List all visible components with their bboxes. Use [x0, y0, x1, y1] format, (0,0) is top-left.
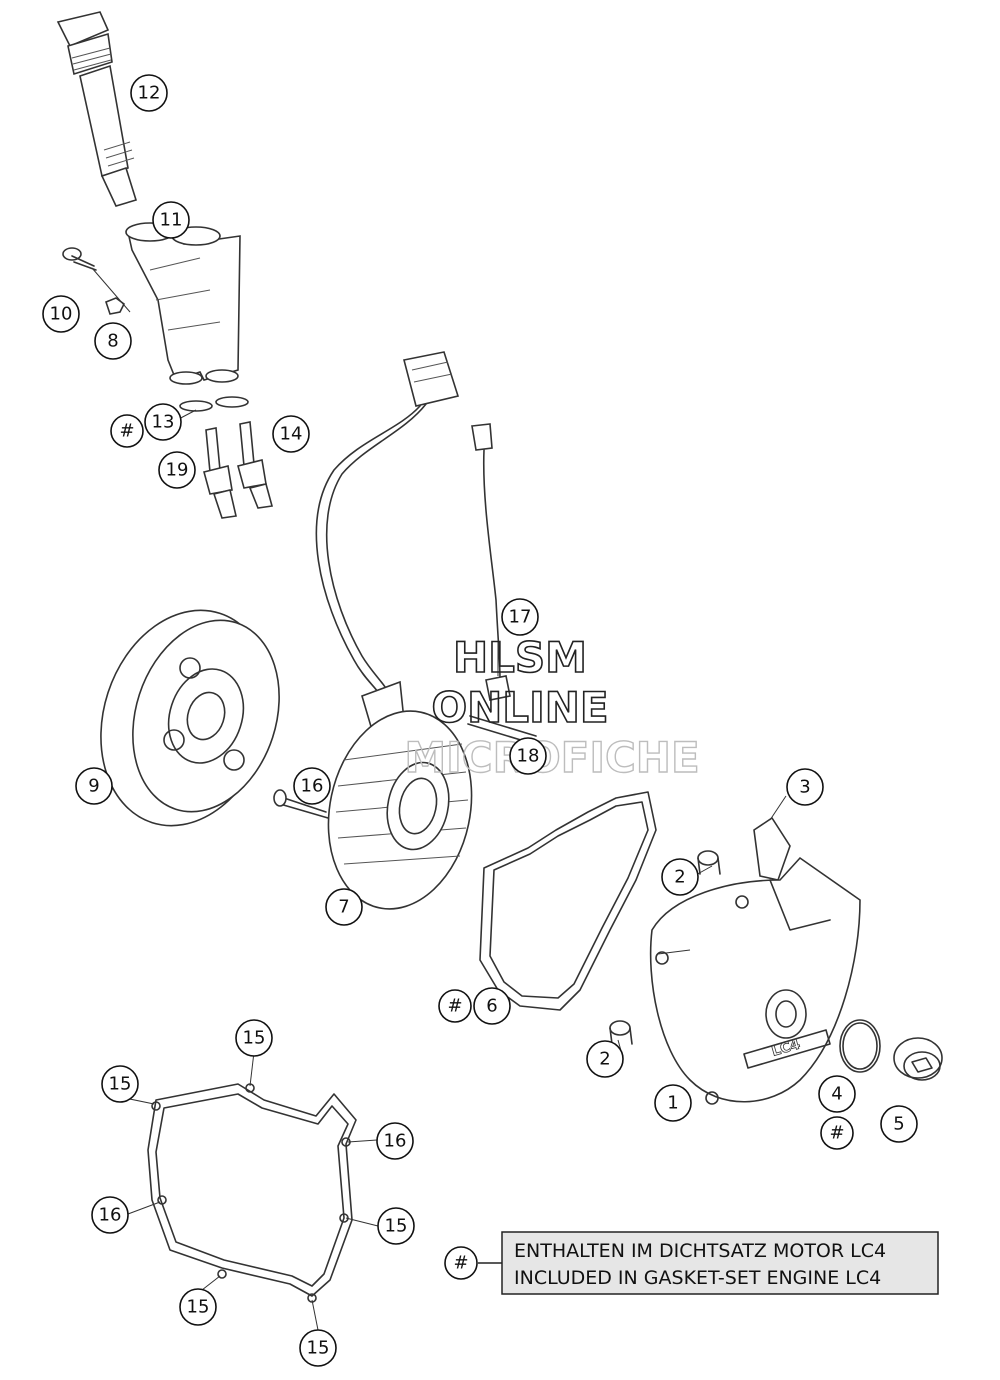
flywheel-part [100, 609, 280, 827]
legend-line-en: INCLUDED IN GASKET-SET ENGINE LC4 [514, 1267, 881, 1289]
callout-11: 11 [152, 201, 190, 239]
svg-text:16: 16 [99, 1205, 122, 1226]
svg-text:16: 16 [384, 1131, 407, 1152]
callout-4: 4 [818, 1075, 856, 1113]
svg-text:3: 3 [799, 777, 810, 798]
callout-6: 6 [473, 987, 511, 1025]
callout-7: 7 [325, 888, 363, 926]
ignition-cover-part: LC4 [649, 856, 861, 1105]
svg-text:15: 15 [243, 1028, 266, 1049]
callout-19: 19 [158, 451, 196, 489]
callout-6-hash: # [438, 989, 472, 1023]
callout-12: 12 [130, 74, 168, 112]
svg-text:#: # [119, 421, 134, 442]
callout-9: 9 [75, 767, 113, 805]
callout-16-left: 16 [91, 1196, 129, 1234]
callout-5: 5 [880, 1105, 918, 1143]
callout-3: 3 [786, 768, 824, 806]
svg-text:7: 7 [338, 897, 349, 918]
callout-4-hash: # [820, 1116, 854, 1150]
o-ring-part [179, 396, 249, 412]
svg-text:#: # [447, 996, 462, 1017]
spark-plug-part [203, 421, 274, 519]
coil-bracket-part [125, 222, 241, 385]
svg-text:18: 18 [517, 746, 540, 767]
stator-cable-part [315, 351, 460, 732]
svg-text:15: 15 [385, 1216, 408, 1237]
legend-symbol: # [444, 1246, 478, 1280]
screw-plug-part [893, 1037, 943, 1081]
callout-15-bottom-right: 15 [299, 1329, 337, 1367]
svg-text:15: 15 [307, 1338, 330, 1359]
callout-16-stator: 16 [293, 767, 331, 805]
legend-line-de: ENTHALTEN IM DICHTSATZ MOTOR LC4 [514, 1240, 886, 1262]
callout-8: 8 [94, 322, 132, 360]
svg-text:4: 4 [831, 1084, 842, 1105]
svg-text:8: 8 [107, 331, 118, 352]
callout-1: 1 [654, 1084, 692, 1122]
screw-part [62, 247, 97, 271]
ignition-coil-part [56, 11, 138, 207]
svg-text:15: 15 [187, 1297, 210, 1318]
legend: # ENTHALTEN IM DICHTSATZ MOTOR LC4 INCLU… [444, 1231, 939, 1295]
plate-part [753, 816, 791, 881]
svg-text:12: 12 [138, 83, 161, 104]
stator-part [273, 710, 473, 910]
svg-text:15: 15 [109, 1074, 132, 1095]
svg-text:#: # [829, 1123, 844, 1144]
svg-text:19: 19 [166, 460, 189, 481]
legend-box [501, 1231, 939, 1295]
watermark: HLSM ONLINE MICROFICHE [404, 632, 701, 783]
watermark-line2: ONLINE [431, 683, 608, 732]
svg-text:9: 9 [88, 776, 99, 797]
callout-16-right: 16 [376, 1122, 414, 1160]
dowel-sleeve-part [609, 850, 721, 1045]
svg-text:2: 2 [599, 1049, 610, 1070]
svg-text:14: 14 [280, 424, 303, 445]
callout-18: 18 [509, 737, 547, 775]
svg-text:5: 5 [893, 1114, 904, 1135]
callout-14: 14 [272, 415, 310, 453]
callout-10: 10 [42, 295, 80, 333]
watermark-line1: HLSM [453, 633, 587, 682]
svg-text:11: 11 [160, 210, 183, 231]
svg-text:6: 6 [486, 996, 497, 1017]
callout-15-right: 15 [377, 1207, 415, 1245]
callout-15-bottom-left: 15 [179, 1288, 217, 1326]
nut-part [105, 297, 126, 315]
cover-o-ring-part [839, 1019, 881, 1073]
callout-13-hash: # [110, 414, 144, 448]
svg-text:10: 10 [50, 304, 73, 325]
svg-text:17: 17 [509, 607, 532, 628]
callout-13: 13 [144, 403, 182, 441]
svg-text:1: 1 [667, 1093, 678, 1114]
svg-text:13: 13 [152, 412, 175, 433]
callout-17: 17 [501, 598, 539, 636]
callout-15-top: 15 [235, 1019, 273, 1057]
large-gasket-part [147, 1083, 357, 1303]
callout-2-lower: 2 [586, 1040, 624, 1078]
svg-text:16: 16 [301, 776, 324, 797]
watermark-line3: MICROFICHE [404, 733, 699, 782]
svg-text:2: 2 [674, 867, 685, 888]
cover-gasket-part [479, 791, 657, 1011]
pulse-sensor-part [467, 423, 537, 745]
callout-15-left: 15 [101, 1065, 139, 1103]
svg-text:#: # [453, 1253, 468, 1274]
callout-2-upper: 2 [661, 858, 699, 896]
